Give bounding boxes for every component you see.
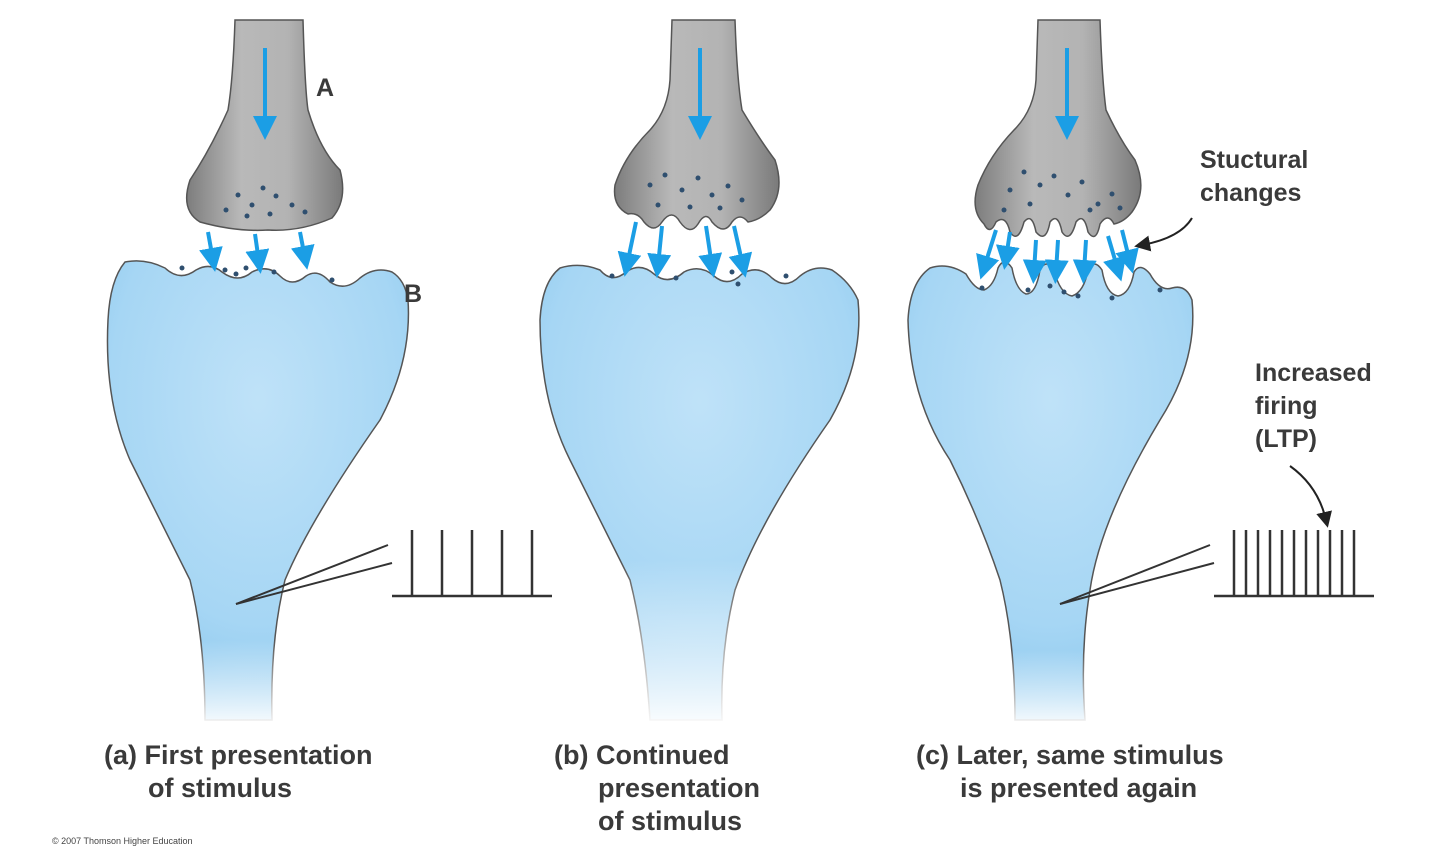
caption-c-line2: is presented again [916, 772, 1224, 805]
structural-changes-label: Stuctural changes [1200, 144, 1308, 210]
spike-group-a [412, 530, 532, 596]
increased-firing-line1: Increased [1255, 357, 1372, 390]
caption-b: (b) Continued presentation of stimulus [554, 739, 760, 838]
panel-a [107, 20, 552, 730]
increased-firing-pointer [1290, 466, 1326, 520]
release-arrows-a [208, 232, 305, 262]
structural-changes-line1: Stuctural [1200, 144, 1308, 177]
spike-group-c [1234, 530, 1354, 596]
panel-b [540, 20, 859, 730]
caption-a-line2: of stimulus [104, 772, 373, 805]
increased-firing-line2: firing [1255, 390, 1372, 423]
caption-c: (c) Later, same stimulus is presented ag… [916, 739, 1224, 805]
presynaptic-terminal-b [615, 20, 779, 230]
copyright-notice: © 2007 Thomson Higher Education [52, 836, 193, 846]
caption-c-line1: (c) Later, same stimulus [916, 739, 1224, 772]
spike-trace-a [392, 530, 552, 596]
label-b: B [404, 278, 422, 311]
caption-a-line1: (a) First presentation [104, 739, 373, 772]
spike-trace-c [1214, 530, 1374, 596]
structural-changes-pointer [1142, 218, 1192, 245]
structural-changes-line2: changes [1200, 177, 1308, 210]
increased-firing-line3: (LTP) [1255, 423, 1372, 456]
caption-b-line1: (b) Continued [554, 739, 760, 772]
caption-a: (a) First presentation of stimulus [104, 739, 373, 805]
increased-firing-label: Increased firing (LTP) [1255, 357, 1372, 456]
caption-b-line3: of stimulus [554, 805, 760, 838]
caption-b-line2: presentation [554, 772, 760, 805]
label-a: A [316, 72, 334, 105]
presynaptic-terminal-c [975, 20, 1141, 237]
